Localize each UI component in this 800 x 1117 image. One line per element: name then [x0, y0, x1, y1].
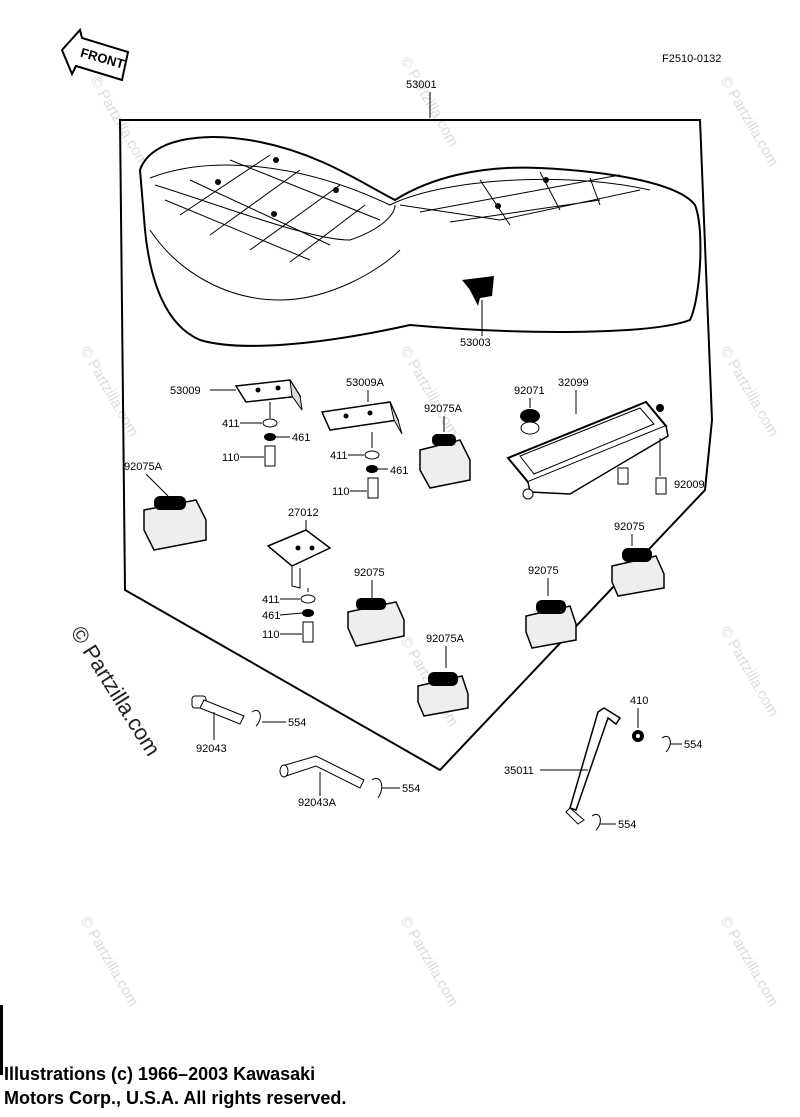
copyright-line-2: Motors Corp., U.S.A. All rights reserved…	[4, 1088, 347, 1108]
clip-554-icon	[371, 778, 383, 799]
label-92075A: 92075A	[424, 403, 463, 415]
watermark-text: © Partzilla.com	[717, 74, 782, 170]
watermark-main: © Partzilla.com	[66, 621, 166, 760]
damper-92075A-icon	[417, 672, 469, 717]
label-92071: 92071	[514, 385, 545, 397]
copyright-notice: Illustrations (c) 1966–2003 Kawasaki Mot…	[4, 1062, 346, 1110]
label-411: 411	[330, 450, 348, 462]
label-53003: 53003	[460, 337, 491, 349]
label-32099: 32099	[558, 377, 589, 389]
watermark-text: © Partzilla.com	[717, 344, 782, 440]
label-92075A: 92075A	[124, 461, 163, 473]
shaft-92043A-icon	[279, 755, 365, 789]
grommet-92071-icon	[520, 409, 540, 435]
label-554: 554	[402, 783, 420, 795]
label-53009A: 53009A	[346, 377, 385, 389]
clip-554-icon	[251, 710, 261, 727]
label-461: 461	[390, 465, 408, 477]
watermark-text: © Partzilla.com	[77, 344, 142, 440]
label-110: 110	[332, 486, 350, 498]
seat-illustration	[138, 136, 702, 347]
label-110: 110	[222, 452, 240, 464]
label-53001: 53001	[406, 79, 437, 91]
label-92043A: 92043A	[298, 797, 337, 809]
label-92075: 92075	[528, 565, 559, 577]
label-92043: 92043	[196, 743, 227, 755]
label-461: 461	[292, 432, 310, 444]
label-53009: 53009	[170, 385, 201, 397]
damper-92075A-icon	[419, 434, 471, 489]
watermark-text: © Partzilla.com	[397, 54, 462, 150]
label-411: 411	[222, 418, 240, 430]
damper-92075-icon	[611, 548, 665, 597]
bracket-53009-icon	[234, 379, 303, 411]
copyright-line-1: Illustrations (c) 1966–2003 Kawasaki	[4, 1064, 316, 1084]
label-92075A: 92075A	[426, 633, 465, 645]
bracket-53009A-icon	[320, 401, 403, 435]
label-92075: 92075	[354, 567, 385, 579]
clip-554-icon	[591, 814, 601, 831]
rod-35011-icon	[565, 707, 622, 825]
tray-32099-icon	[506, 400, 669, 500]
shaft-92043-icon	[191, 695, 245, 725]
damper-92075-icon	[525, 600, 577, 649]
front-arrow-icon: FRONT	[60, 27, 130, 82]
label-410: 410	[630, 695, 648, 707]
label-554: 554	[288, 717, 306, 729]
watermark-text: © Partzilla.com	[77, 914, 142, 1010]
label-110: 110	[262, 629, 280, 641]
watermark-text: © Partzilla.com	[397, 914, 462, 1010]
label-461: 461	[262, 610, 280, 622]
watermark-text: © Partzilla.com	[717, 914, 782, 1010]
damper-92075A-icon	[143, 496, 207, 551]
assembly-outline	[118, 119, 714, 772]
label-411: 411	[262, 594, 280, 606]
label-27012: 27012	[288, 507, 319, 519]
damper-92075-icon	[347, 598, 405, 647]
bracket-27012-icon	[266, 529, 332, 589]
label-554: 554	[618, 819, 636, 831]
watermark-text: © Partzilla.com	[717, 624, 782, 720]
clip-554-icon	[661, 736, 671, 753]
label-35011: 35011	[504, 765, 534, 777]
label-92075: 92075	[614, 521, 645, 533]
label-92009: 92009	[674, 479, 705, 491]
margin-bar	[0, 1005, 3, 1075]
seat-emblem-icon	[462, 276, 494, 306]
label-554: 554	[684, 739, 702, 751]
watermark-text: © Partzilla.com	[397, 344, 462, 440]
figure-id: F2510-0132	[662, 53, 721, 65]
